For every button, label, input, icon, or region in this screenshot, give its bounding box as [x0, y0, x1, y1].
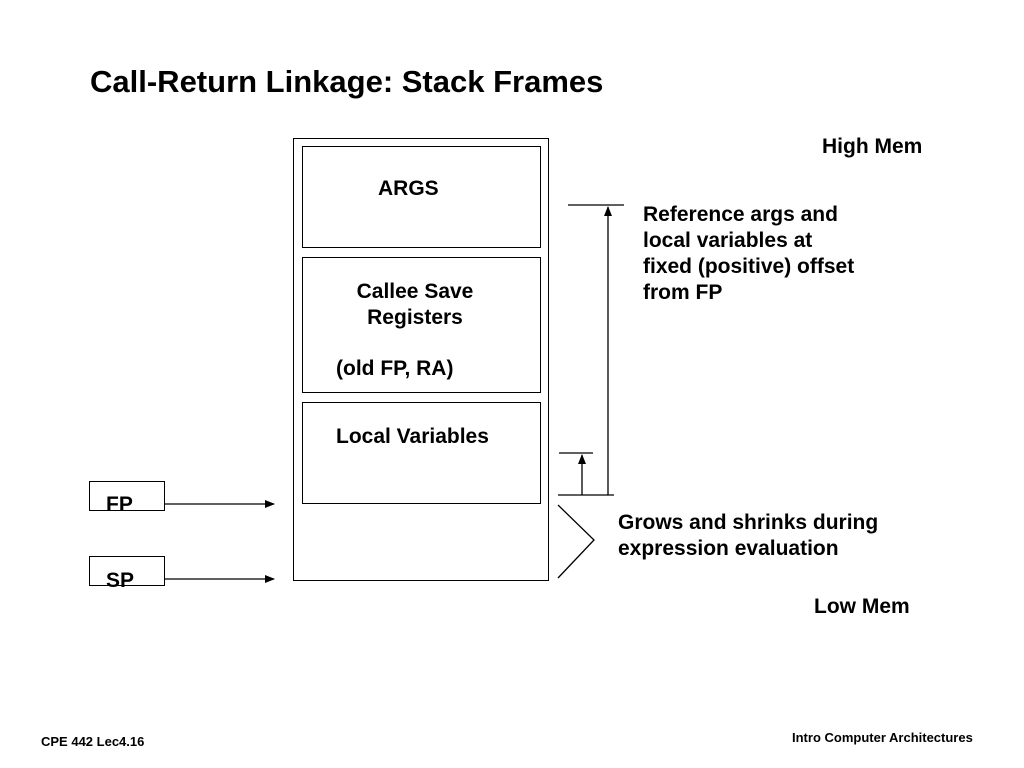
- args-label: ARGS: [378, 177, 439, 200]
- reference-note: Reference args and local variables at fi…: [643, 202, 854, 306]
- reference-note-line: Reference args and: [643, 203, 838, 226]
- stack-frame: [293, 138, 549, 581]
- slide-title: Call-Return Linkage: Stack Frames: [90, 64, 604, 99]
- callee-save-note: (old FP, RA): [336, 357, 454, 380]
- callee-save-label: Callee Save Registers: [315, 279, 515, 331]
- sp-label: SP: [106, 569, 135, 592]
- fp-label: FP: [106, 493, 133, 516]
- sp-register-box: [89, 556, 165, 586]
- fp-register-box: [89, 481, 165, 511]
- callee-save-line-2: Registers: [367, 306, 463, 329]
- growth-bracket: [557, 504, 595, 579]
- low-mem-label: Low Mem: [814, 595, 910, 618]
- reference-note-line: local variables at: [643, 229, 813, 252]
- args-box: [302, 146, 541, 248]
- footer-right: Intro Computer Architectures: [792, 730, 973, 745]
- local-variables-label: Local Variables: [336, 425, 489, 448]
- grows-note-line: expression evaluation: [618, 537, 839, 560]
- high-mem-label: High Mem: [822, 135, 923, 158]
- callee-save-line-1: Callee Save: [356, 280, 474, 303]
- callee-save-box: [302, 257, 541, 393]
- reference-note-line: fixed (positive) offset: [643, 255, 855, 278]
- grows-note-line: Grows and shrinks during: [618, 511, 879, 534]
- local-variables-box: [302, 402, 541, 504]
- reference-note-line: from FP: [643, 281, 723, 304]
- grows-note: Grows and shrinks during expression eval…: [618, 510, 878, 562]
- footer-left: CPE 442 Lec4.16: [41, 734, 145, 749]
